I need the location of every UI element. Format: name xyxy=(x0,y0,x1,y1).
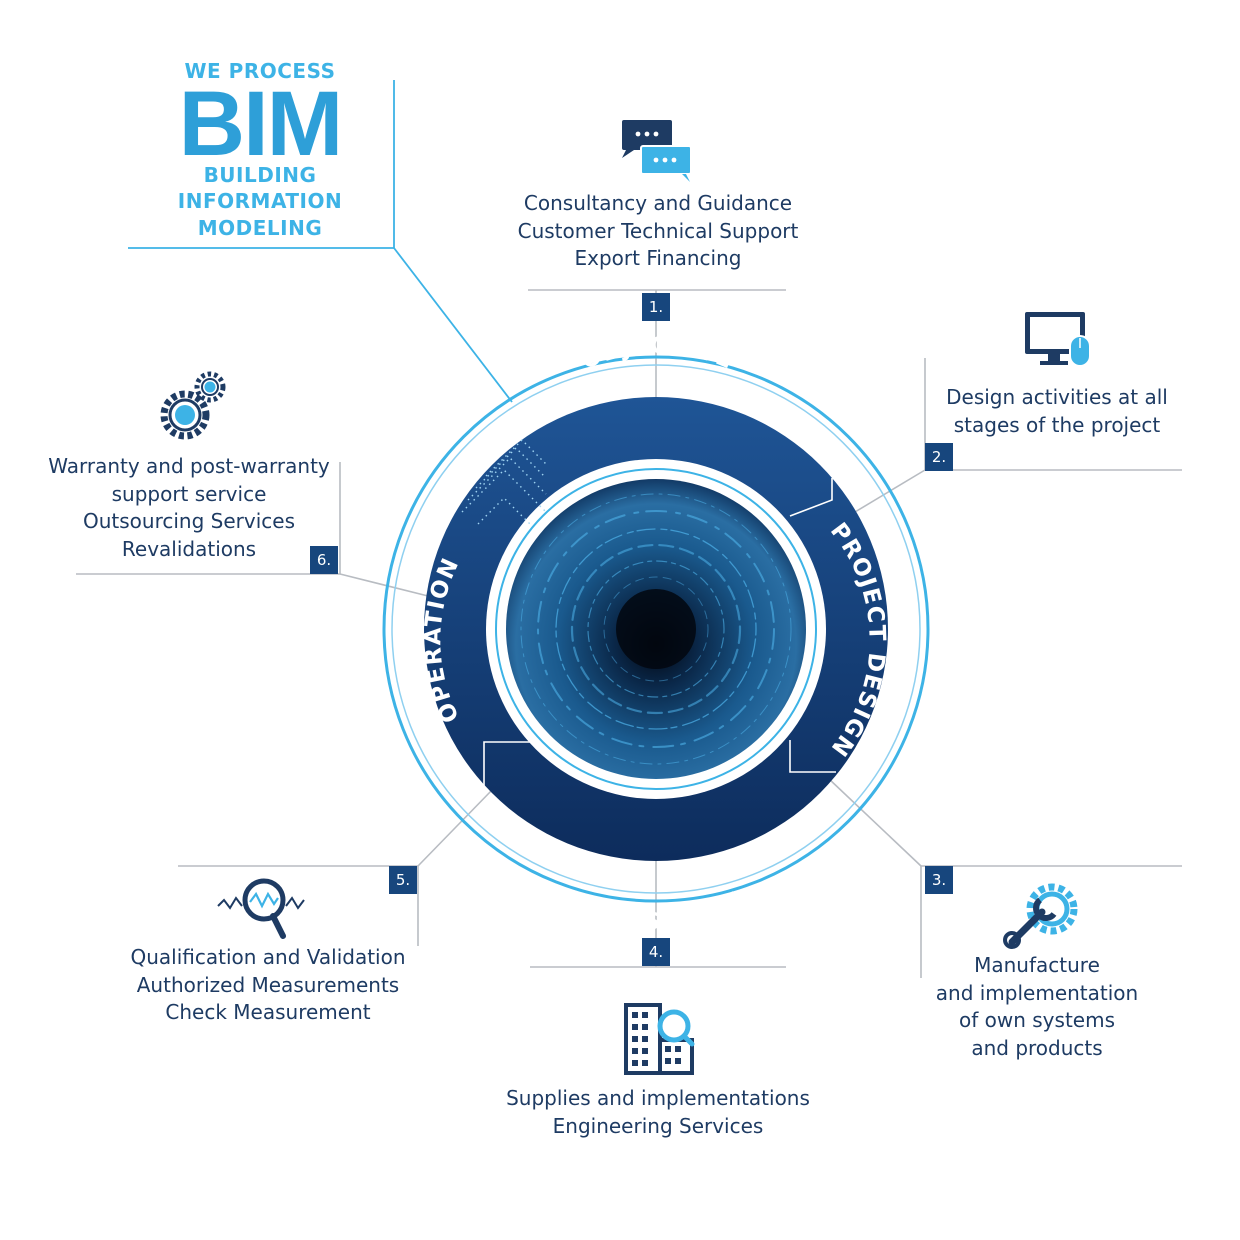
ring-label-objective: OBJECTIVE xyxy=(578,333,738,375)
step-6-badge: 6. xyxy=(310,546,338,574)
logo-tagline: WE PROCESS xyxy=(184,59,336,83)
step-4-text: Supplies and implementations Engineering… xyxy=(506,1086,810,1138)
step-2-badge: 2. xyxy=(925,443,953,471)
chat-bubbles-icon xyxy=(622,120,692,182)
segment-dividers xyxy=(483,478,836,786)
wrench-gear-icon xyxy=(1003,883,1078,949)
dotted-arrow-pattern xyxy=(461,439,547,525)
step-3-text: Manufacture and implementation of own sy… xyxy=(935,953,1139,1060)
connector-6-stem xyxy=(339,573,429,597)
computer-monitor-icon xyxy=(1025,312,1091,367)
tech-core-center xyxy=(616,589,696,669)
connector-5 xyxy=(178,865,419,946)
building-search-icon xyxy=(624,1003,695,1075)
logo-bim: BIM xyxy=(178,73,344,175)
logo-information: INFORMATION xyxy=(177,189,343,213)
step-6-text: Warranty and post-warranty support servi… xyxy=(48,454,330,561)
logo-building: BUILDING xyxy=(203,163,317,187)
step-3-badge: 3. xyxy=(925,866,953,894)
signal-magnifier-icon xyxy=(217,878,305,939)
step-1-text: Consultancy and Guidance Customer Techni… xyxy=(517,191,799,270)
step-4-badge: 4. xyxy=(642,938,670,966)
logo-modeling: MODELING xyxy=(197,216,323,240)
outer-ring-inner xyxy=(391,364,921,894)
connector-5-stem xyxy=(417,789,493,867)
gears-icon xyxy=(160,371,226,440)
step-5-text: Qualification and Validation Authorized … xyxy=(130,945,406,1024)
logo-frame xyxy=(128,80,513,403)
connector-3-stem xyxy=(827,777,922,867)
outer-ring xyxy=(382,355,930,903)
inner-ring xyxy=(495,468,817,790)
step-1-badge: 1. xyxy=(642,293,670,321)
step-2-text: Design activities at all stages of the p… xyxy=(946,385,1168,437)
tech-core-rings xyxy=(520,493,792,765)
step-5-badge: 5. xyxy=(389,866,417,894)
connector-lines xyxy=(76,289,1182,978)
